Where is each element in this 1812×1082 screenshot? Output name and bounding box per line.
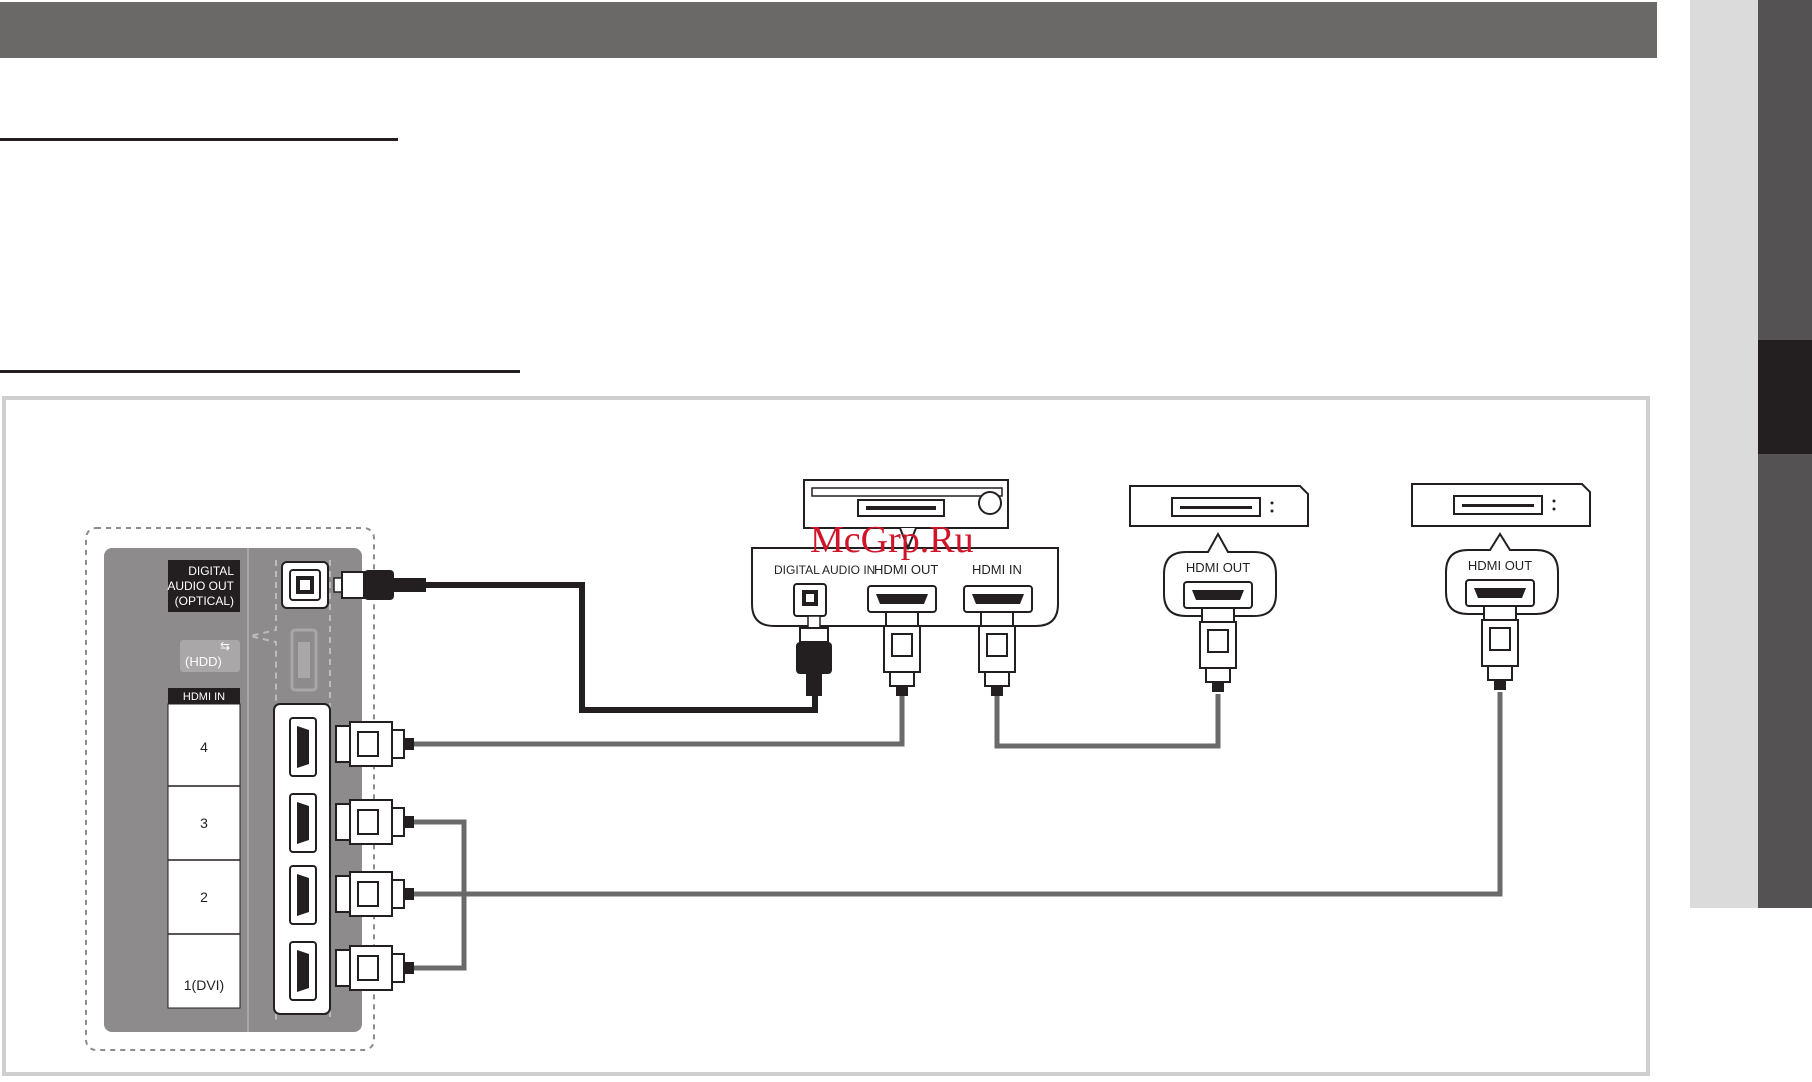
optical-label-line1: DIGITAL [188, 564, 234, 578]
av-label-hdmi-in: HDMI IN [972, 562, 1022, 577]
hdmi-in-header-box [168, 688, 240, 704]
av-hdmi-in-plug [978, 611, 1016, 697]
optical-label-line2: AUDIO OUT [167, 579, 234, 593]
hdmi-cable-av-to-device2 [994, 692, 1221, 749]
tv-hdmi-plug-1dvi [335, 945, 415, 991]
tv-hdmi-plug-4 [335, 721, 415, 767]
hdmi-in-label-column [167, 703, 241, 1009]
side-tab-strip [1690, 0, 1758, 908]
hdmi-in-header: HDMI IN [183, 691, 225, 703]
header-bar [0, 2, 1657, 58]
optical-port [281, 561, 329, 609]
hdmi-cable-tv4-to-av [414, 692, 905, 747]
tv-hdmi-port-2 [289, 865, 317, 925]
usb-port [290, 628, 318, 692]
diagram-frame [2, 396, 1650, 1076]
tv-hdmi-port-4 [289, 717, 317, 777]
tv-hdmi-port-1dvi [289, 941, 317, 1001]
section-rule-1 [0, 138, 398, 141]
device3-hdmi-plug [1481, 605, 1519, 691]
usb-icon: ⇆ [220, 639, 230, 653]
device2-hdmi-plug [1199, 607, 1237, 693]
hdmi-cable-tv2-to-device3 [414, 692, 1503, 897]
hdmi-port-label-3: 3 [200, 815, 208, 831]
av-label-digital-audio-in: DIGITAL AUDIO IN [774, 563, 875, 577]
av-hdmi-out-plug [883, 611, 921, 697]
tv-panel-outline [85, 527, 375, 1051]
section-rule-2 [0, 370, 520, 373]
av-hdmi-in-port [963, 585, 1033, 613]
device3-hdmi-out-port [1465, 579, 1535, 607]
hdmi-port-column [273, 703, 331, 1015]
usb-label: (HDD) [185, 654, 222, 669]
side-tab-active [1758, 340, 1812, 454]
av-hdmi-out-port [867, 585, 937, 613]
usb-label-box [180, 640, 240, 672]
device2-hdmi-out-port [1183, 581, 1253, 609]
side-tab-upper [1758, 0, 1812, 340]
av-optical-port [793, 583, 827, 617]
hdmi-port-label-2: 2 [200, 889, 208, 905]
watermark: McGrp.Ru [810, 519, 974, 561]
hdmi-port-label-4: 4 [200, 739, 208, 755]
optical-label-box [168, 560, 240, 612]
av-optical-plug [796, 615, 832, 696]
optical-plug-tv [333, 570, 426, 600]
av-label-hdmi-out: HDMI OUT [874, 562, 938, 577]
side-tab-lower [1758, 454, 1812, 908]
source-device-3 [1411, 483, 1591, 527]
source-device-2 [1129, 485, 1309, 527]
tv-hdmi-port-3 [289, 793, 317, 853]
tv-hdmi-plug-2 [335, 871, 415, 917]
tv-hdmi-plug-3 [335, 799, 415, 845]
hdmi-port-label-1dvi: 1(DVI) [184, 977, 224, 993]
av-receiver [803, 479, 1009, 529]
optical-label-line3: (OPTICAL) [175, 594, 234, 608]
device2-label-hdmi-out: HDMI OUT [1186, 560, 1250, 575]
optical-cable [424, 582, 818, 713]
device3-label-hdmi-out: HDMI OUT [1468, 558, 1532, 573]
